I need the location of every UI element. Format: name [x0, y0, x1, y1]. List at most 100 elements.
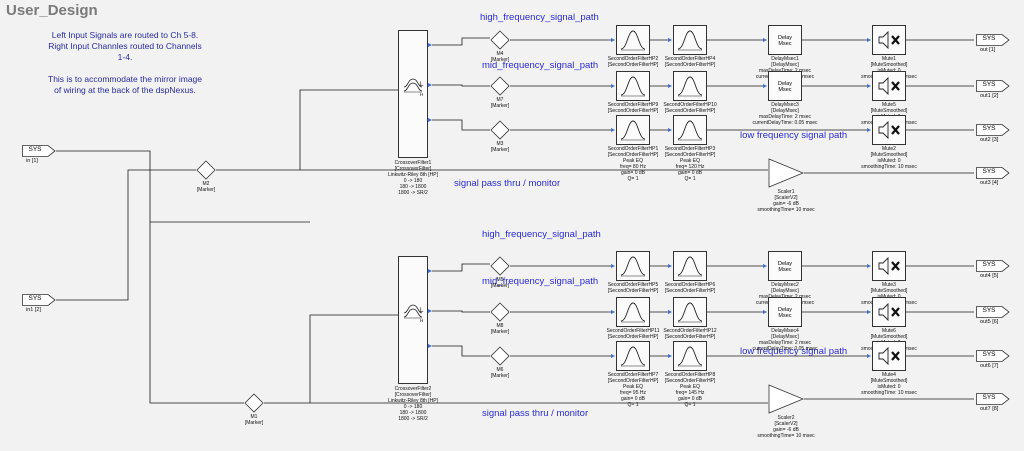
input-pin[interactable]: SYS [22, 145, 56, 157]
second-order-filter-block[interactable] [616, 115, 650, 145]
note-line [20, 63, 230, 74]
second-order-filter-block[interactable] [616, 297, 650, 327]
mute-block[interactable] [872, 341, 906, 371]
caption-line: gain= -6 dB [773, 427, 799, 433]
port-arrow [611, 38, 615, 42]
undefined[interactable] [490, 120, 510, 140]
output-pin[interactable]: SYS [976, 34, 1010, 46]
crossover-filter-block[interactable] [398, 256, 428, 384]
caption-line: maxDelayTime: 2 msec [758, 340, 812, 346]
output-pin[interactable]: SYS [976, 393, 1010, 405]
output-pin[interactable]: SYS [976, 260, 1010, 272]
undefined[interactable] [490, 256, 510, 276]
caption-line: M6 [496, 367, 504, 373]
block-caption: SecondOrderFilterHP10[SecondOrderFilterH… [663, 102, 716, 114]
port-arrow [611, 84, 615, 88]
second-order-filter-block[interactable] [673, 115, 707, 145]
wire[interactable] [56, 150, 244, 404]
second-order-filter-block[interactable] [616, 71, 650, 101]
scaler-block[interactable] [768, 384, 805, 414]
caption-line: 1800 -> SR/2 [398, 416, 428, 422]
second-order-filter-block[interactable] [673, 341, 707, 371]
note-line: 1-4. [117, 52, 133, 62]
caption-line: DelayMsec2 [771, 282, 799, 288]
wire[interactable] [56, 169, 196, 301]
port-arrow [428, 309, 432, 313]
output-pin-icon [976, 306, 1010, 318]
caption-line: Mute2 [882, 146, 896, 152]
wire[interactable] [432, 310, 490, 313]
delay-block-text: Msec [778, 313, 792, 319]
output-pin[interactable]: SYS [976, 306, 1010, 318]
caption-line: Mute3 [882, 282, 896, 288]
caption-line: SecondOrderFilterHP12 [663, 328, 717, 334]
caption-line: SecondOrderFilterHP11 [606, 328, 660, 334]
wire[interactable] [432, 263, 490, 272]
caption-line: CrossoverFilter2 [394, 386, 432, 392]
bandpass-curve-icon [677, 30, 703, 51]
mute-block[interactable] [872, 25, 906, 55]
delay-block-text: Delay [777, 35, 793, 41]
scaler-block[interactable] [768, 158, 805, 188]
caption-line: DelayMsec1 [771, 56, 799, 62]
input-pin[interactable]: SYS [22, 294, 56, 306]
output-pin[interactable]: SYS [976, 124, 1010, 136]
undefined[interactable] [244, 393, 264, 413]
caption-line: SecondOrderFilterHP10 [663, 102, 717, 108]
port-arrow [867, 354, 871, 358]
output-pin[interactable]: SYS [976, 350, 1010, 362]
caption-line: [DelayMsec] [771, 288, 799, 294]
second-order-filter-block[interactable] [616, 25, 650, 55]
bandpass-curve-icon [620, 30, 646, 51]
caption-line: smoothingTime= 10 msec [757, 207, 815, 213]
mute-block[interactable] [872, 115, 906, 145]
caption-line: isMuted: 0 [877, 384, 901, 390]
second-order-filter-block[interactable] [673, 251, 707, 281]
speaker-mute-icon [878, 120, 900, 140]
sys-label: SYS [982, 261, 996, 268]
mid-path-label-bottom: mid_frequency_signal_path [482, 276, 599, 287]
second-order-filter-block[interactable] [616, 341, 650, 371]
caption-line: Q= 1 [627, 176, 639, 182]
second-order-filter-block[interactable] [673, 71, 707, 101]
wire[interactable] [432, 37, 490, 46]
crossover-filter-block[interactable] [398, 30, 428, 158]
block-caption: SecondOrderFilterHP3[SecondOrderFilterHP… [665, 146, 716, 182]
undefined[interactable] [490, 76, 510, 96]
marker-diamond-icon [490, 346, 510, 366]
wire[interactable] [264, 314, 398, 404]
wire[interactable] [432, 119, 490, 131]
caption-line: isMuted: 0 [877, 158, 901, 164]
caption-line: [DelayMsec] [771, 334, 799, 340]
second-order-filter-block[interactable] [673, 297, 707, 327]
caption-line: SecondOrderFilterHP5 [607, 282, 659, 288]
undefined[interactable] [490, 346, 510, 366]
output-pin[interactable]: SYS [976, 167, 1010, 179]
caption-line: Scaler2 [777, 415, 795, 421]
caption-line: SecondOrderFilterHP7 [607, 372, 659, 378]
mute-block[interactable] [872, 71, 906, 101]
caption-line: 0 -> 180 [403, 178, 423, 184]
speaker-mute-icon [878, 302, 900, 322]
wire[interactable] [432, 84, 490, 87]
undefined[interactable] [490, 30, 510, 50]
second-order-filter-block[interactable] [616, 251, 650, 281]
wire[interactable] [432, 345, 490, 357]
output-pin[interactable]: SYS [976, 80, 1010, 92]
wire[interactable] [299, 89, 398, 170]
second-order-filter-block[interactable] [673, 25, 707, 55]
delay-block-text: Delay [777, 81, 793, 87]
mute-block[interactable] [872, 297, 906, 327]
block-caption: SecondOrderFilterHP8[SecondOrderFilterHP… [665, 372, 716, 408]
bandpass-curve-icon [620, 346, 646, 367]
undefined[interactable] [196, 160, 216, 180]
undefined[interactable] [490, 302, 510, 322]
mute-block[interactable] [872, 251, 906, 281]
high-path-label-top: high_frequency_signal_path [480, 12, 599, 23]
